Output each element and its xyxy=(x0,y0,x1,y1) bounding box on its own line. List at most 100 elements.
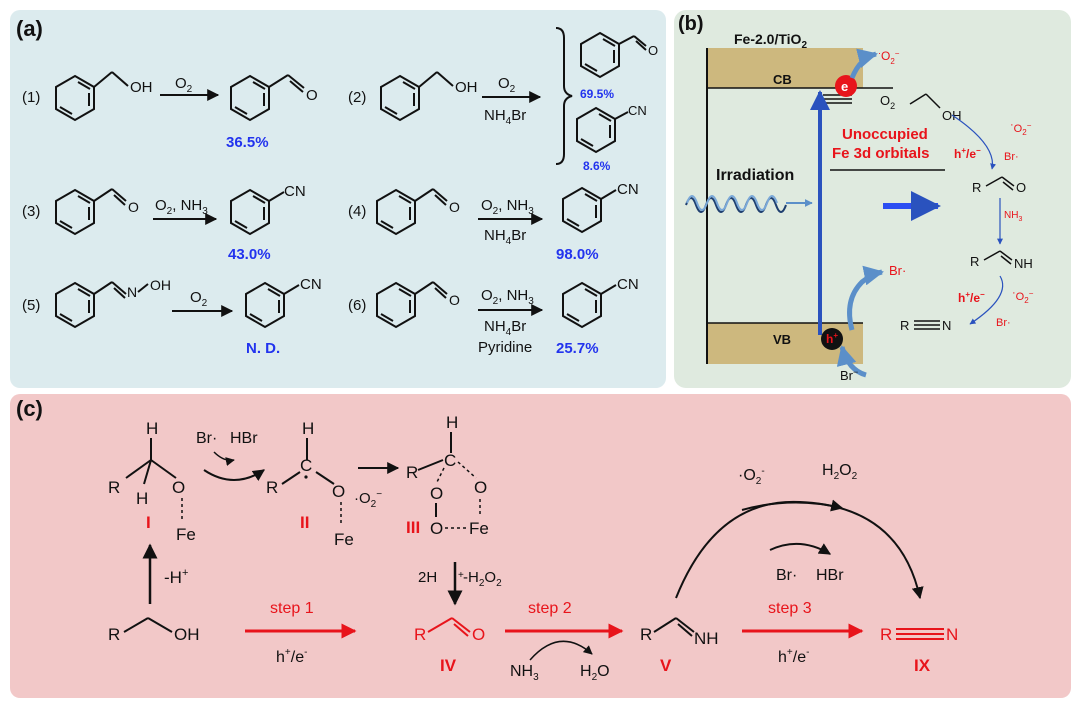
reaction-5-number: (5) xyxy=(22,297,40,314)
step3-label: step 3 xyxy=(768,600,812,617)
cb-superoxide: ·O2− xyxy=(878,48,900,66)
vb-label: VB xyxy=(773,332,791,347)
two-h-plus: + xyxy=(458,570,464,581)
reaction-5-n: N xyxy=(127,284,137,300)
panel-c: (c) H R H O Fe I Br· HBr H C R xyxy=(10,394,1071,698)
reaction-3-reagent: O2, NH3 xyxy=(155,197,208,217)
c-br-radical-2: Br· xyxy=(776,567,797,584)
reaction-2-oh: OH xyxy=(455,79,478,96)
intermediate-II: H C R O Fe II ·O2− xyxy=(266,419,382,549)
reaction-3-yield: 43.0% xyxy=(228,246,271,263)
reaction-3-number: (3) xyxy=(22,203,40,220)
start-oh: OH xyxy=(174,625,200,644)
imine-r: R xyxy=(970,254,979,269)
ii-o: O xyxy=(332,482,345,501)
iii-fe: Fe xyxy=(469,519,489,538)
iii-o-3: O xyxy=(430,519,443,538)
i-h-top: H xyxy=(146,419,158,438)
reaction-5-reagent: O2 xyxy=(190,289,208,309)
reaction-4-number: (4) xyxy=(348,203,366,220)
reaction-6: (6) O O2, NH3 NH4Br Pyridine CN 25.7% xyxy=(348,276,639,357)
panel-a-label: (a) xyxy=(16,16,43,41)
reaction-6-cn: CN xyxy=(617,276,639,293)
intermediate-IV: R O IV xyxy=(414,617,485,675)
aldehyde-r: R xyxy=(972,180,981,195)
ix-n: N xyxy=(946,625,958,644)
product-brace xyxy=(555,27,573,165)
iv-r: R xyxy=(414,625,426,644)
reaction-5-oh: OH xyxy=(150,277,171,293)
panel-c-background xyxy=(10,394,1071,698)
c-h2o2: H2O2 xyxy=(822,462,858,482)
reaction-2: (2) OH O2 NH4Br O 69.5% CN 8.6% xyxy=(348,27,658,173)
electron-label: e xyxy=(841,79,848,94)
label-IX: IX xyxy=(914,656,931,675)
start-r: R xyxy=(108,625,120,644)
electron xyxy=(835,75,857,97)
c-hbr-1: HBr xyxy=(230,430,258,447)
reaction-6-number: (6) xyxy=(348,297,366,314)
vb-br-radical: Br· xyxy=(889,263,906,278)
unoccupied-label: Unoccupied xyxy=(842,126,928,143)
step1-label: step 1 xyxy=(270,600,314,617)
reaction-2-cn: CN xyxy=(628,103,647,118)
ii-fe: Fe xyxy=(334,530,354,549)
panel-b: (b) Fe-2.0/TiO2 CB VB e h+ Irradiation U… xyxy=(674,10,1071,388)
imine-nh: NH xyxy=(1014,256,1033,271)
label-I: I xyxy=(146,513,151,532)
reaction-3-cn: CN xyxy=(284,183,306,200)
panel-b-label: (b) xyxy=(678,13,704,35)
panel-b-background xyxy=(674,10,1071,388)
step1-o2: ·O2− xyxy=(1010,119,1032,137)
reaction-5-yield: N. D. xyxy=(246,340,280,357)
nitrile-n: N xyxy=(942,318,951,333)
iii-r: R xyxy=(406,463,418,482)
step1-he: h+/e- xyxy=(276,647,307,666)
minus-h-plus: -H+ xyxy=(164,567,188,587)
iii-c: C xyxy=(444,451,456,470)
reaction-4-substrate-o: O xyxy=(449,199,460,215)
reaction-6-reagent-bottom: Pyridine xyxy=(478,339,532,356)
br-minus: Br− xyxy=(840,367,858,383)
reaction-6-reagent-top: O2, NH3 xyxy=(481,287,534,307)
ix-r: R xyxy=(880,625,892,644)
step2-nh3: NH3 xyxy=(510,663,539,683)
step3-br: Br· xyxy=(996,317,1011,329)
step3-he: h+/e- xyxy=(778,647,809,666)
reaction-1-oh: OH xyxy=(130,79,153,96)
step3-he: h+/e− xyxy=(958,290,985,305)
iii-o-1: O xyxy=(430,484,443,503)
starting-alcohol: R OH xyxy=(108,617,200,644)
ii-c: C xyxy=(300,456,312,475)
irradiation-label: Irradiation xyxy=(716,167,794,184)
minus-h2o2: -H2O2 xyxy=(463,569,502,589)
iii-o-2: O xyxy=(474,478,487,497)
label-III: III xyxy=(406,518,420,537)
reaction-4-cn: CN xyxy=(617,181,639,198)
reaction-4-reagent-bottom: NH4Br xyxy=(484,227,526,247)
reaction-4: (4) O O2, NH3 NH4Br CN 98.0% xyxy=(348,181,639,263)
label-IV: IV xyxy=(440,656,457,675)
product-IX: R N IX xyxy=(880,625,958,675)
catalyst-label: Fe-2.0/TiO2 xyxy=(734,31,807,51)
step1-br: Br· xyxy=(1004,151,1019,163)
reaction-5-cn: CN xyxy=(300,276,322,293)
i-r: R xyxy=(108,478,120,497)
i-o: O xyxy=(172,478,185,497)
reaction-2-reagent-top: O2 xyxy=(498,75,516,95)
nh3-label-b: NH3 xyxy=(1004,210,1022,223)
ii-h: H xyxy=(302,419,314,438)
reaction-2-yield-1: 69.5% xyxy=(580,87,614,101)
c-hbr-2: HBr xyxy=(816,567,844,584)
iii-h: H xyxy=(446,413,458,432)
reaction-2-number: (2) xyxy=(348,89,366,106)
intermediate-V: R NH V xyxy=(640,617,719,675)
label-V: V xyxy=(660,656,672,675)
iv-o: O xyxy=(472,625,485,644)
reaction-1-yield: 36.5% xyxy=(226,134,269,151)
i-h-lower: H xyxy=(136,489,148,508)
intermediate-III: H C R O O O Fe III xyxy=(406,413,489,538)
o2-label: O2 xyxy=(880,93,895,111)
reaction-4-yield: 98.0% xyxy=(556,246,599,263)
